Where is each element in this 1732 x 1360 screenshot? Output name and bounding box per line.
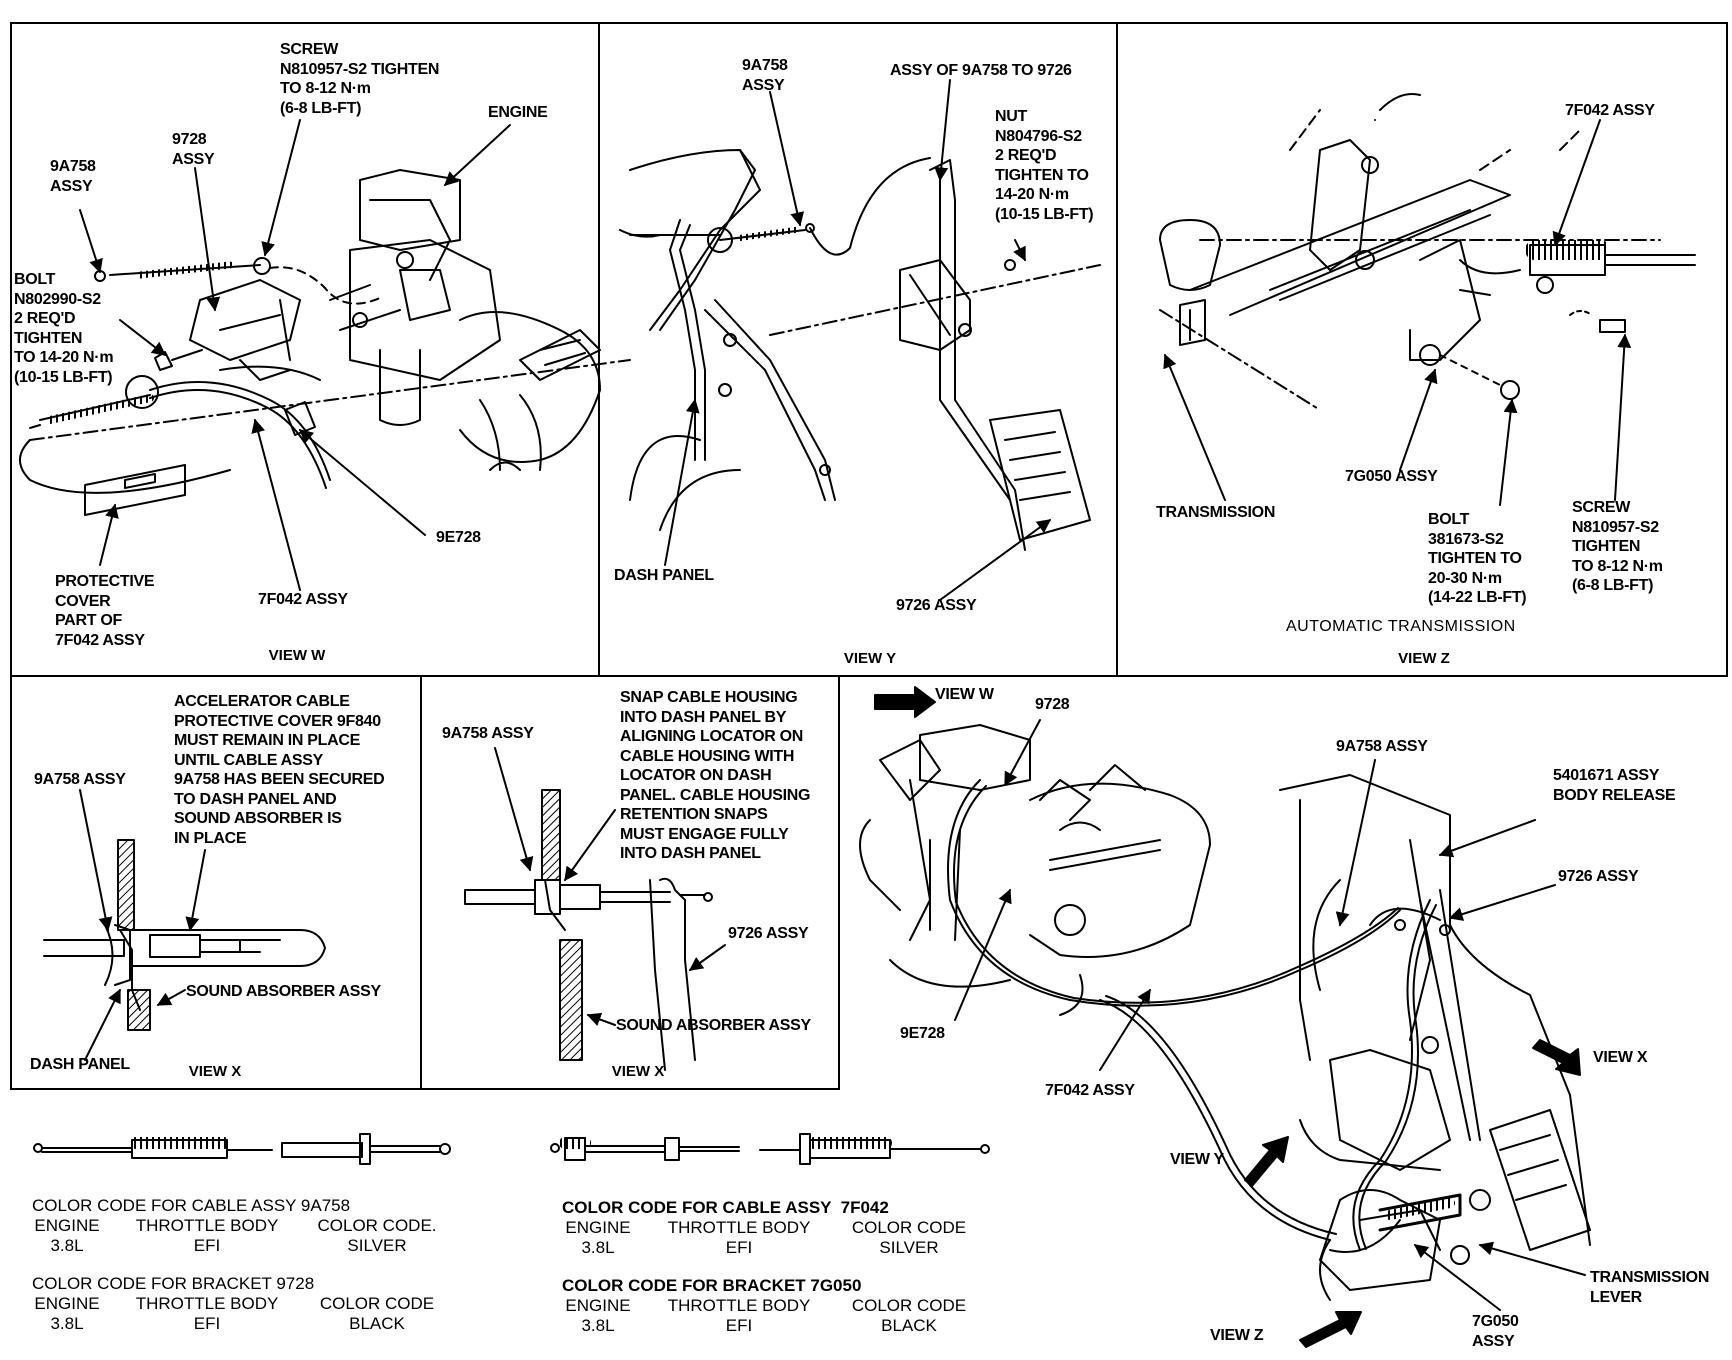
header-throttle-body: THROTTLE BODY bbox=[667, 1218, 811, 1237]
color-code-table-9a758: COLOR CODE FOR CABLE ASSY 9A758 ENGINE T… bbox=[32, 1196, 442, 1256]
header-color-code: COLOR CODE bbox=[319, 1294, 435, 1313]
view-y-assy-of-label: ASSY OF 9A758 TO 9726 bbox=[890, 62, 1072, 79]
view-w-caption: VIEW W bbox=[268, 647, 326, 664]
header-throttle-body: THROTTLE BODY bbox=[135, 1216, 279, 1235]
view-z-art bbox=[1159, 93, 1696, 411]
header-engine: ENGINE bbox=[34, 1294, 100, 1313]
view-z-bolt-label: BOLT 381673-S2 TIGHTEN TO 20-30 N·m (14-… bbox=[1428, 511, 1527, 606]
color-code-title: COLOR CODE FOR CABLE ASSY 9A758 bbox=[32, 1196, 351, 1215]
view-z-7f042-label: 7F042 ASSY bbox=[1565, 102, 1655, 119]
view-z-panel bbox=[1116, 22, 1728, 677]
overview-view-y-label: VIEW Y bbox=[1170, 1151, 1224, 1168]
view-y-9726-label: 9726 ASSY bbox=[896, 597, 977, 614]
view-w-screw-label: SCREW N810957-S2 TIGHTEN TO 8-12 N·m (6-… bbox=[280, 41, 440, 117]
view-x1-9a758-label: 9A758 ASSY bbox=[34, 771, 126, 788]
value-engine: 3.8L bbox=[50, 1314, 84, 1333]
view-x1-art bbox=[43, 839, 326, 1031]
view-x1-dash-panel-label: DASH PANEL bbox=[30, 1056, 130, 1073]
view-y-caption: VIEW Y bbox=[843, 650, 897, 667]
view-w-bolt-label: BOLT N802990-S2 2 REQ'D TIGHTEN TO 14-20… bbox=[14, 271, 114, 386]
view-x1-caption: VIEW X bbox=[188, 1063, 242, 1080]
value-color-code: SILVER bbox=[879, 1238, 939, 1257]
header-throttle-body: THROTTLE BODY bbox=[667, 1296, 811, 1315]
view-x1-note: ACCELERATOR CABLE PROTECTIVE COVER 9F840… bbox=[174, 693, 385, 847]
view-w-9e728-label: 9E728 bbox=[436, 529, 481, 546]
view-w-protective-label: PROTECTIVE COVER PART OF 7F042 ASSY bbox=[55, 573, 155, 649]
overview-7g050-label: 7G050 ASSY bbox=[1472, 1313, 1519, 1350]
color-code-table-7g050: COLOR CODE FOR BRACKET 7G050 ENGINE THRO… bbox=[562, 1276, 974, 1336]
view-w-9728-label: 9728 ASSY bbox=[172, 131, 215, 168]
overview-transmission-lever-label: TRANSMISSION LEVER bbox=[1590, 1269, 1710, 1306]
value-color-code: SILVER bbox=[347, 1236, 407, 1255]
color-code-table-7f042: COLOR CODE FOR CABLE ASSY 7F042 ENGINE T… bbox=[562, 1198, 974, 1258]
color-code-header-row: ENGINE THROTTLE BODY COLOR CODE bbox=[562, 1218, 974, 1238]
color-code-value-row: 3.8L EFI SILVER bbox=[562, 1238, 974, 1258]
color-code-value-row: 3.8L EFI BLACK bbox=[562, 1316, 974, 1336]
view-x2-panel bbox=[420, 675, 840, 1090]
overview-view-x-label: VIEW X bbox=[1593, 1049, 1648, 1066]
view-w-engine-label: ENGINE bbox=[488, 104, 548, 121]
value-engine: 3.8L bbox=[581, 1238, 615, 1257]
value-throttle-body: EFI bbox=[193, 1236, 221, 1255]
view-z-transmission-label: TRANSMISSION bbox=[1156, 504, 1276, 521]
color-code-value-row: 3.8L EFI SILVER bbox=[32, 1236, 442, 1256]
view-z-caption: VIEW Z bbox=[1398, 650, 1450, 667]
view-y-9a758-label: 9A758 ASSY bbox=[742, 57, 788, 94]
view-w-7f042-label: 7F042 ASSY bbox=[258, 591, 348, 608]
header-engine: ENGINE bbox=[565, 1296, 631, 1315]
view-z-auto-trans-label: AUTOMATIC TRANSMISSION bbox=[1286, 618, 1516, 635]
header-throttle-body: THROTTLE BODY bbox=[135, 1294, 279, 1313]
value-throttle-body: EFI bbox=[725, 1238, 753, 1257]
cable-sketches bbox=[33, 1133, 990, 1165]
view-w-art bbox=[19, 169, 631, 516]
view-x2-art bbox=[464, 789, 713, 1071]
view-x2-note: SNAP CABLE HOUSING INTO DASH PANEL BY AL… bbox=[620, 689, 811, 862]
color-code-title: COLOR CODE FOR BRACKET 7G050 bbox=[562, 1276, 862, 1295]
view-x2-9726-label: 9726 ASSY bbox=[728, 925, 809, 942]
color-code-header-row: ENGINE THROTTLE BODY COLOR CODE. bbox=[32, 1216, 442, 1236]
color-code-title: COLOR CODE FOR BRACKET 9728 bbox=[32, 1274, 315, 1293]
value-throttle-body: EFI bbox=[193, 1314, 221, 1333]
value-engine: 3.8L bbox=[581, 1316, 615, 1335]
view-x2-9a758-label: 9A758 ASSY bbox=[442, 725, 534, 742]
color-code-table-9728: COLOR CODE FOR BRACKET 9728 ENGINE THROT… bbox=[32, 1274, 442, 1334]
overview-art bbox=[859, 686, 1591, 1348]
color-code-value-row: 3.8L EFI BLACK bbox=[32, 1314, 442, 1334]
view-x2-sound-absorber-label: SOUND ABSORBER ASSY bbox=[616, 1017, 811, 1034]
header-engine: ENGINE bbox=[34, 1216, 100, 1235]
overview-view-z-label: VIEW Z bbox=[1210, 1327, 1264, 1344]
value-color-code: BLACK bbox=[349, 1314, 405, 1333]
view-y-nut-label: NUT N804796-S2 2 REQ'D TIGHTEN TO 14-20 … bbox=[995, 108, 1094, 223]
overview-9a758-label: 9A758 ASSY bbox=[1336, 738, 1428, 755]
value-engine: 3.8L bbox=[50, 1236, 84, 1255]
view-x1-sound-absorber-label: SOUND ABSORBER ASSY bbox=[186, 983, 381, 1000]
color-code-title: COLOR CODE FOR CABLE ASSY 7F042 bbox=[562, 1198, 889, 1217]
overview-view-w-label: VIEW W bbox=[935, 686, 994, 703]
view-w-9a758-label: 9A758 ASSY bbox=[50, 158, 96, 195]
header-color-code: COLOR CODE. bbox=[317, 1216, 437, 1235]
overview-9726-label: 9726 ASSY bbox=[1558, 868, 1639, 885]
overview-7f042-label: 7F042 ASSY bbox=[1045, 1082, 1135, 1099]
overview-body-release-label: 5401671 ASSY BODY RELEASE bbox=[1553, 767, 1676, 804]
overview-9e728-label: 9E728 bbox=[900, 1025, 945, 1042]
leaders bbox=[79, 79, 1632, 1311]
color-code-header-row: ENGINE THROTTLE BODY COLOR CODE bbox=[562, 1296, 974, 1316]
view-x2-caption: VIEW X bbox=[611, 1063, 665, 1080]
view-z-7g050-label: 7G050 ASSY bbox=[1345, 468, 1438, 485]
value-color-code: BLACK bbox=[881, 1316, 937, 1335]
header-color-code: COLOR CODE bbox=[851, 1296, 967, 1315]
view-y-art bbox=[619, 149, 1101, 551]
header-engine: ENGINE bbox=[565, 1218, 631, 1237]
color-code-header-row: ENGINE THROTTLE BODY COLOR CODE bbox=[32, 1294, 442, 1314]
view-y-dash-panel-label: DASH PANEL bbox=[614, 567, 714, 584]
overview-9728-label: 9728 bbox=[1035, 696, 1070, 713]
view-z-screw-label: SCREW N810957-S2 TIGHTEN TO 8-12 N·m (6-… bbox=[1572, 499, 1663, 594]
value-throttle-body: EFI bbox=[725, 1316, 753, 1335]
header-color-code: COLOR CODE bbox=[851, 1218, 967, 1237]
